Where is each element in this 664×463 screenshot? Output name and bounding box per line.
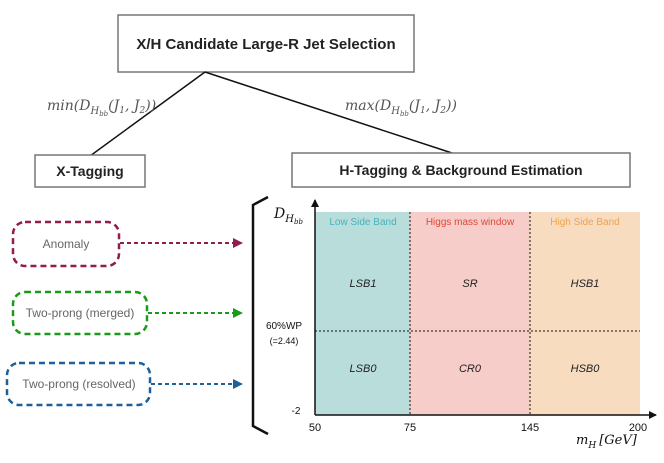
branch-right-line [204,71,456,155]
grouping-bracket [251,195,269,436]
band-label-low: Low Side Band [329,217,396,228]
signal-box-anomaly [11,220,121,268]
x-tick-200: 200 [629,422,647,434]
region-sr: SR [462,278,477,290]
signal-label-resolved: Two-prong (resolved) [22,377,135,391]
band-high-side [530,212,640,415]
region-hsb1: HSB1 [571,278,600,290]
band-label-high: High Side Band [550,217,620,228]
region-lsb0: LSB0 [350,363,378,375]
band-higgs-window [410,212,530,415]
x-tick-75: 75 [404,422,416,434]
signal-label-merged: Two-prong (merged) [26,306,135,320]
branch-left-line [89,71,206,157]
band-low-side [315,212,410,415]
x-tagging-box [34,154,146,188]
region-hsb0: HSB0 [571,363,601,375]
y-axis-label: DHbb [273,206,303,226]
branch-left-label: min(DHbb(J1, J2)) [47,98,156,118]
x-tick-145: 145 [521,422,539,434]
h-tagging-label: H-Tagging & Background Estimation [339,162,582,178]
x-tagging-label: X-Tagging [56,163,123,179]
signal-box-resolved [5,361,152,407]
region-cr0: CR0 [459,363,482,375]
y-tick-wp-value: (=2.44) [270,336,299,346]
top-box-label: X/H Candidate Large-R Jet Selection [136,36,395,53]
signal-arrowhead-resolved [233,379,243,389]
region-lsb1: LSB1 [350,278,377,290]
y-tick-min: -2 [292,406,301,417]
y-tick-wp: 60%WP [266,321,302,332]
x-axis-label: mH[GeV] [576,433,638,451]
branch-right-label: max(DHbb(J1, J2)) [345,98,457,118]
signal-label-anomaly: Anomaly [43,237,90,251]
band-label-window: Higgs mass window [426,217,515,228]
x-tick-50: 50 [309,422,321,434]
top-box [117,14,415,73]
signal-arrowhead-anomaly [233,238,243,248]
h-tagging-box [291,152,631,188]
signal-box-merged [11,290,149,336]
signal-arrowhead-merged [233,308,243,318]
